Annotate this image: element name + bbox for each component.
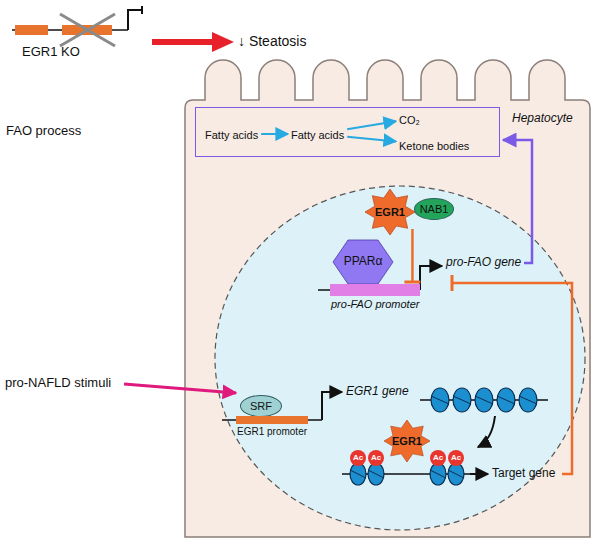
acetyl-mark: Ac xyxy=(368,450,384,466)
activation-arrow xyxy=(503,140,532,263)
inhibition-bar xyxy=(451,275,454,291)
gene-arrow xyxy=(470,473,488,475)
gene-label: pro-FAO gene xyxy=(446,256,521,270)
node-text: EGR1 xyxy=(392,435,422,448)
node-text: Hepatocyte xyxy=(512,112,573,126)
node-text: Fatty acids xyxy=(205,129,258,142)
metabolite: Fatty acids xyxy=(205,125,258,143)
outcome-label: ↓ Steatosis xyxy=(238,33,306,49)
steatosis-arrow xyxy=(152,32,234,52)
acetyl-mark: Ac xyxy=(448,450,464,466)
connector-group xyxy=(347,121,396,129)
inhibition-line xyxy=(452,283,572,474)
node-text: CO₂ xyxy=(399,114,420,127)
node-text: Ketone bodies xyxy=(399,140,469,153)
node-text: SRF xyxy=(250,400,272,413)
ko-gene xyxy=(12,6,142,46)
ac-text: Ac xyxy=(353,453,363,462)
node-text: EGR1 promoter xyxy=(236,426,308,438)
promoter: pro-FAO promoter xyxy=(330,284,420,311)
ac-text: Ac xyxy=(433,453,443,462)
egr1-protein: EGR1 xyxy=(365,189,415,235)
gene-label: EGR1 KO xyxy=(22,45,80,60)
transition-arrow xyxy=(478,416,495,447)
ac-text: Ac xyxy=(371,453,381,462)
srf-protein: SRF xyxy=(240,395,282,417)
ac-text: Ac xyxy=(451,453,461,462)
ppara-protein: PPARα xyxy=(333,240,393,284)
gene-arrow xyxy=(420,266,442,290)
egr1-protein: EGR1 xyxy=(384,420,430,462)
gene-label: Target gene xyxy=(492,467,555,481)
flow-arrow xyxy=(261,133,288,135)
metabolite: Fatty acids xyxy=(291,125,344,143)
gene-arrow xyxy=(322,392,342,420)
stimuli-arrow xyxy=(124,384,236,393)
node-text: FAO process xyxy=(6,124,81,139)
chromatin-closed xyxy=(420,388,548,412)
nucleus xyxy=(215,186,585,530)
chromatin-open xyxy=(342,463,470,485)
connector-group xyxy=(347,137,396,142)
hepatocyte-cell xyxy=(185,60,590,537)
node-text: pro-FAO promoter xyxy=(330,298,420,311)
nab1-protein: NAB1 xyxy=(414,198,455,220)
node-text: NAB1 xyxy=(420,203,449,216)
connector-group xyxy=(261,134,288,135)
connector-group xyxy=(404,229,420,282)
node-text: PPARα xyxy=(344,255,383,269)
flow-arrow xyxy=(347,121,396,129)
stimulus-label: pro-NAFLD stimuli xyxy=(5,376,111,391)
inhibition-connector xyxy=(411,229,414,282)
node-text: Fatty acids xyxy=(291,129,344,142)
promoter-bar xyxy=(236,416,308,424)
acetyl-mark: Ac xyxy=(430,450,446,466)
promoter-bar xyxy=(330,284,420,296)
metabolite: Ketone bodies xyxy=(399,136,469,154)
gene-label: EGR1 gene xyxy=(346,385,409,399)
promoter: EGR1 promoter xyxy=(236,416,308,438)
flow-arrow xyxy=(347,137,396,142)
process-box: FAO processFatty acidsFatty acidsCO₂Keto… xyxy=(195,107,500,157)
metabolite: CO₂ xyxy=(399,110,420,128)
node-text: EGR1 xyxy=(375,206,405,219)
acetyl-mark: Ac xyxy=(350,450,366,466)
